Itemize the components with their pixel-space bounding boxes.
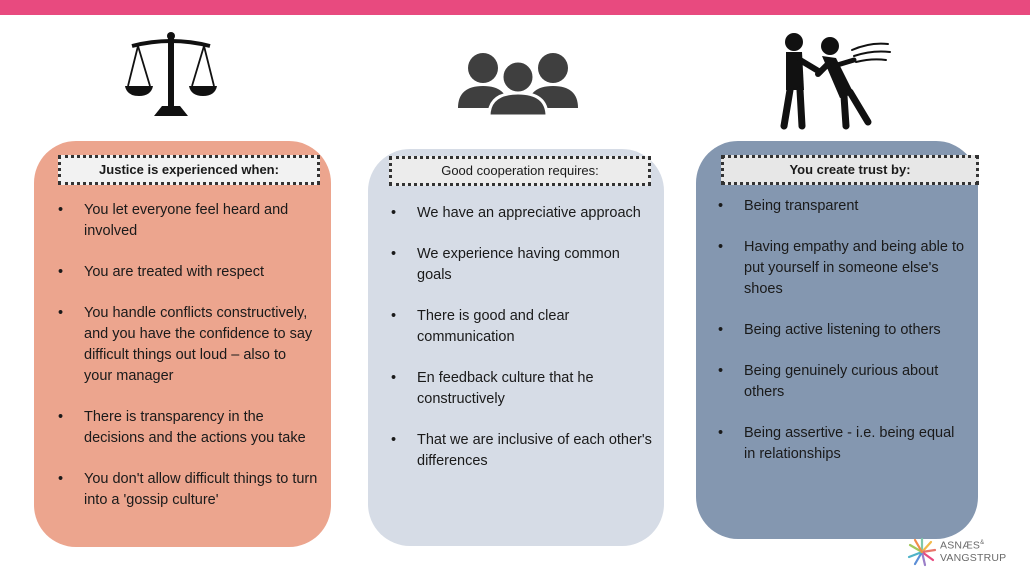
- logo-line-2: VANGSTRUP: [940, 551, 1007, 564]
- top-accent-bar: [0, 0, 1030, 15]
- list-item: Having empathy and being able to put you…: [718, 237, 968, 299]
- logo-wordmark: ASNÆS& VANGSTRUP: [940, 537, 1006, 564]
- list-item: En feedback culture that he constructive…: [391, 368, 653, 410]
- list-item: There is transparency in the decisions a…: [58, 407, 318, 449]
- scales-of-justice-icon: [125, 32, 217, 116]
- list-item: Being active listening to others: [718, 320, 968, 341]
- list-item: Being genuinely curious about others: [718, 361, 968, 403]
- list-item: That we are inclusive of each other's di…: [391, 430, 653, 472]
- list-item: You let everyone feel heard and involved: [58, 200, 318, 242]
- list-item: Being assertive - i.e. being equal in re…: [718, 423, 968, 465]
- justice-card-header: Justice is experienced when:: [58, 155, 320, 185]
- list-item: We experience having common goals: [391, 244, 653, 286]
- logo-ampersand: &: [980, 540, 985, 546]
- logo-line-1: ASNÆS: [940, 539, 981, 552]
- person-pushing-icon: [780, 33, 891, 130]
- company-logo: ASNÆS& VANGSTRUP: [906, 535, 1026, 569]
- cooperation-card-header: Good cooperation requires:: [389, 156, 651, 186]
- trust-card-header: You create trust by:: [721, 155, 979, 185]
- logo-mark-icon: [907, 537, 937, 567]
- cooperation-list: We have an appreciative approach We expe…: [391, 203, 653, 492]
- list-item: You handle conflicts constructively, and…: [58, 303, 318, 386]
- justice-list: You let everyone feel heard and involved…: [58, 200, 318, 531]
- people-group-icon: [458, 53, 578, 116]
- list-item: There is good and clear communication: [391, 306, 653, 348]
- list-item: You don't allow difficult things to turn…: [58, 469, 318, 511]
- trust-list: Being transparent Having empathy and bei…: [718, 196, 968, 485]
- list-item: You are treated with respect: [58, 262, 318, 283]
- list-item: We have an appreciative approach: [391, 203, 653, 224]
- list-item: Being transparent: [718, 196, 968, 217]
